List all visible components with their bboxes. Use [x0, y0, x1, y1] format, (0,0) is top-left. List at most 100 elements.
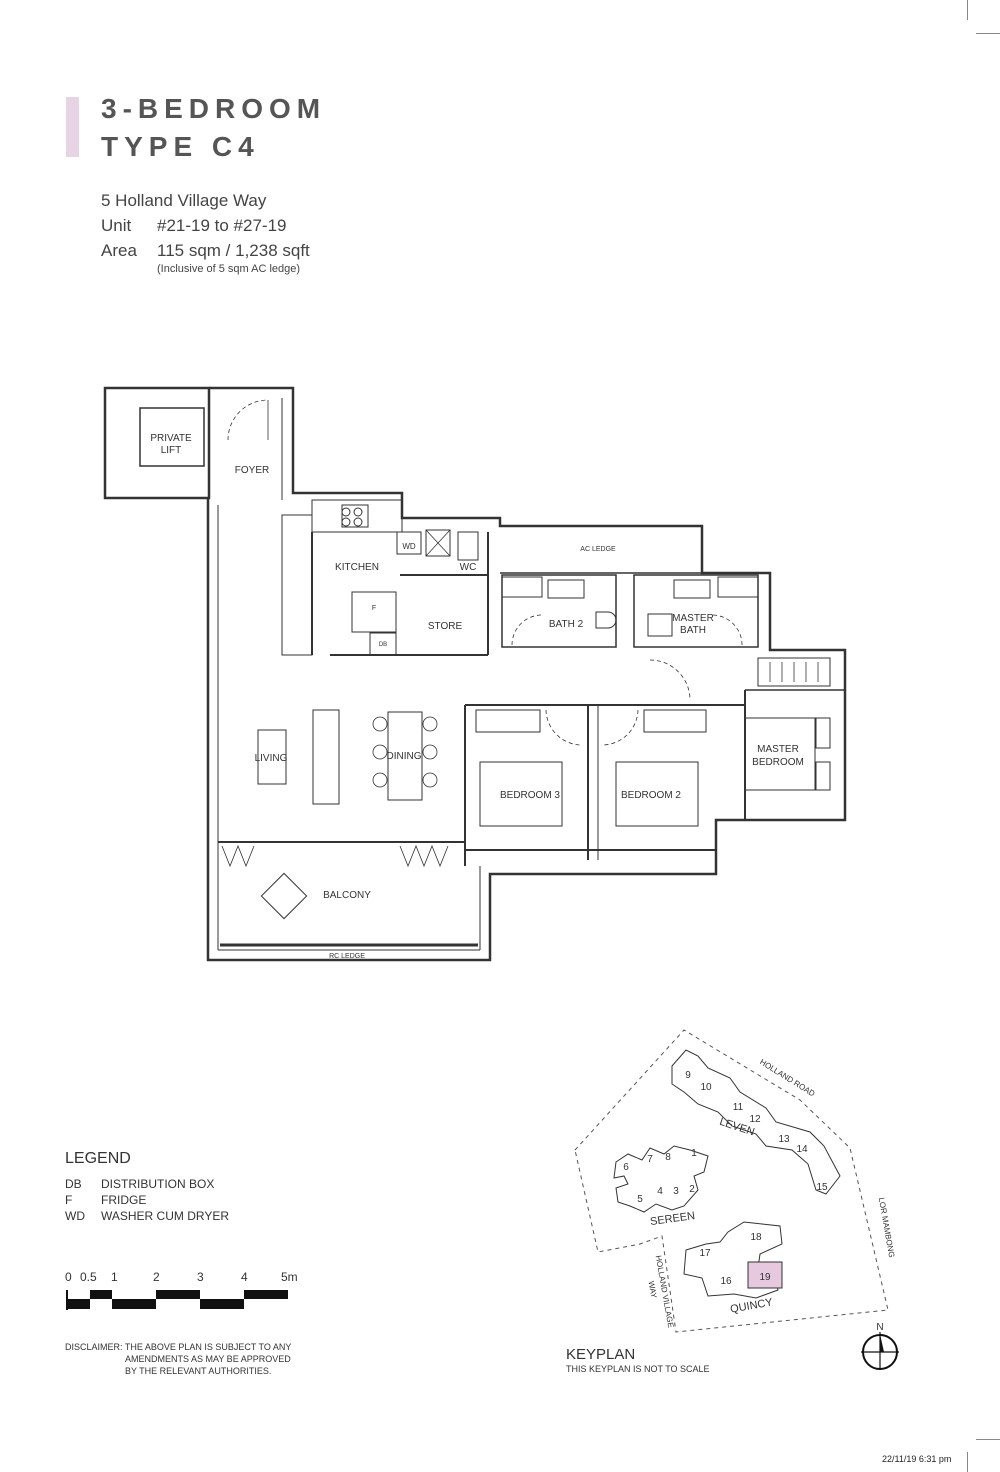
keyplan: 9 10 11 12 13 14 15 1 2 3 4 5 6 7 8 16 1…	[574, 1029, 896, 1333]
scale-label: 3	[197, 1270, 204, 1284]
accent-bar	[66, 97, 79, 157]
disclaimer-line: BY THE RELEVANT AUTHORITIES.	[125, 1366, 272, 1376]
disclaimer-line: AMENDMENTS AS MAY BE APPROVED	[125, 1354, 291, 1364]
area-value: 115 sqm / 1,238 sqft	[157, 241, 310, 260]
legend-text: DISTRIBUTION BOX	[101, 1177, 215, 1191]
unit-number: 17	[699, 1248, 711, 1259]
private-lift-label-2: LIFT	[161, 445, 182, 456]
legend-row: F FRIDGE	[65, 1192, 229, 1208]
corridor-door	[649, 659, 691, 701]
private-lift-car	[139, 407, 205, 467]
scale-label: 4	[241, 1270, 248, 1284]
bath2-label: BATH 2	[549, 619, 584, 630]
disclaimer-line: DISCLAIMER: THE ABOVE PLAN IS SUBJECT TO…	[65, 1342, 292, 1352]
bath2-shower	[501, 576, 543, 598]
rc-ledge-label: RC LEDGE	[329, 953, 365, 960]
unit-number: 10	[700, 1082, 712, 1093]
keyplan-note: THIS KEYPLAN IS NOT TO SCALE	[566, 1364, 710, 1374]
scale-bar	[66, 1290, 288, 1310]
bath2-room	[501, 574, 617, 648]
area-row: Area 115 sqm / 1,238 sqft	[101, 238, 310, 263]
road-holland-village-way-2: WAY	[647, 1280, 659, 1299]
north-arrow-icon: N	[861, 1322, 899, 1370]
db-label: DB	[379, 642, 387, 648]
block-name-sereen: SEREEN	[649, 1210, 696, 1228]
crop-mark	[976, 33, 1000, 34]
legend-text: WASHER CUM DRYER	[101, 1209, 230, 1223]
unit-number: 7	[647, 1154, 653, 1165]
page-title: 3-BEDROOM TYPE C4	[101, 90, 326, 166]
crop-mark	[976, 1439, 1000, 1440]
bedroom2-bed	[615, 761, 699, 827]
unit-number: 4	[657, 1186, 663, 1197]
unit-number: 8	[665, 1152, 671, 1163]
private-lift-wall	[103, 386, 211, 500]
master-wardrobe	[757, 657, 831, 687]
unit-number: 13	[778, 1134, 790, 1145]
outer-wall	[206, 386, 847, 962]
bedroom2-door	[601, 709, 639, 746]
title-line-2: TYPE C4	[101, 131, 260, 162]
store-label: STORE	[428, 621, 463, 632]
master-bedroom-label-2: BEDROOM	[752, 757, 804, 768]
bedroom3-door	[545, 709, 581, 746]
unit-number: 19	[759, 1272, 771, 1283]
unit-number: 14	[796, 1144, 808, 1155]
bedroom2-wardrobe	[643, 709, 707, 733]
unit-label: Unit	[101, 216, 132, 235]
fridge	[351, 591, 397, 633]
living-label: LIVING	[255, 753, 288, 764]
sereen-block	[613, 1145, 709, 1213]
master-bath-label: MASTER	[672, 613, 714, 624]
bedroom3-bed	[479, 761, 563, 827]
foyer-label: FOYER	[235, 465, 269, 476]
area-label: Area	[101, 241, 137, 260]
legend-abbr: WD	[65, 1209, 85, 1223]
private-lift-label: PRIVATE	[150, 433, 192, 444]
scale-label: 0.5	[80, 1270, 97, 1284]
kitchen-counter-side	[281, 514, 313, 656]
legend-text: FRIDGE	[101, 1193, 147, 1207]
area-note: (Inclusive of 5 sqm AC ledge)	[157, 263, 301, 275]
crop-mark	[967, 0, 968, 20]
unit-number: 5	[637, 1194, 643, 1205]
bedroom2-label: BEDROOM 2	[621, 790, 681, 801]
master-bedroom-label: MASTER	[757, 744, 799, 755]
balcony-table	[260, 872, 308, 920]
balcony-label: BALCONY	[323, 890, 371, 901]
scale-label: 1	[111, 1270, 118, 1284]
wc-toilet	[457, 531, 479, 561]
dining-table	[387, 711, 423, 801]
dining-label: DINING	[387, 751, 422, 762]
wd-box	[396, 531, 422, 555]
block-name-quincy: QUINCY	[729, 1296, 774, 1315]
wd-machine	[425, 529, 451, 557]
address: 5 Holland Village Way	[101, 191, 267, 210]
wc-label: WC	[460, 562, 477, 573]
unit-info: 5 Holland Village Way Unit#21-19 to #27-…	[101, 188, 310, 276]
bath2-door	[511, 614, 543, 646]
unit-number: 2	[689, 1184, 695, 1195]
master-bath-shower	[717, 576, 759, 598]
unit-number: 1	[691, 1148, 697, 1159]
unit-number: 18	[750, 1232, 762, 1243]
north-label: N	[876, 1322, 883, 1333]
quincy-block	[683, 1221, 783, 1299]
unit-number: 3	[673, 1186, 679, 1197]
foyer-door	[227, 399, 269, 441]
scale-label: 0	[65, 1270, 72, 1284]
scale-label: 2	[153, 1270, 160, 1284]
leven-block	[671, 1049, 841, 1195]
master-bath-label-2: BATH	[680, 625, 706, 636]
keyplan-title: KEYPLAN	[566, 1346, 636, 1363]
living-table	[257, 729, 287, 785]
unit-number: 11	[733, 1102, 744, 1113]
ac-ledge-label: AC LEDGE	[580, 546, 616, 553]
bedroom3-wardrobe	[475, 709, 541, 733]
footer-stamp: 22/11/19 6:31 pm	[882, 1454, 952, 1464]
unit-number: 16	[720, 1276, 732, 1287]
legend-abbr: F	[65, 1193, 73, 1207]
bedroom3-label: BEDROOM 3	[500, 790, 560, 801]
